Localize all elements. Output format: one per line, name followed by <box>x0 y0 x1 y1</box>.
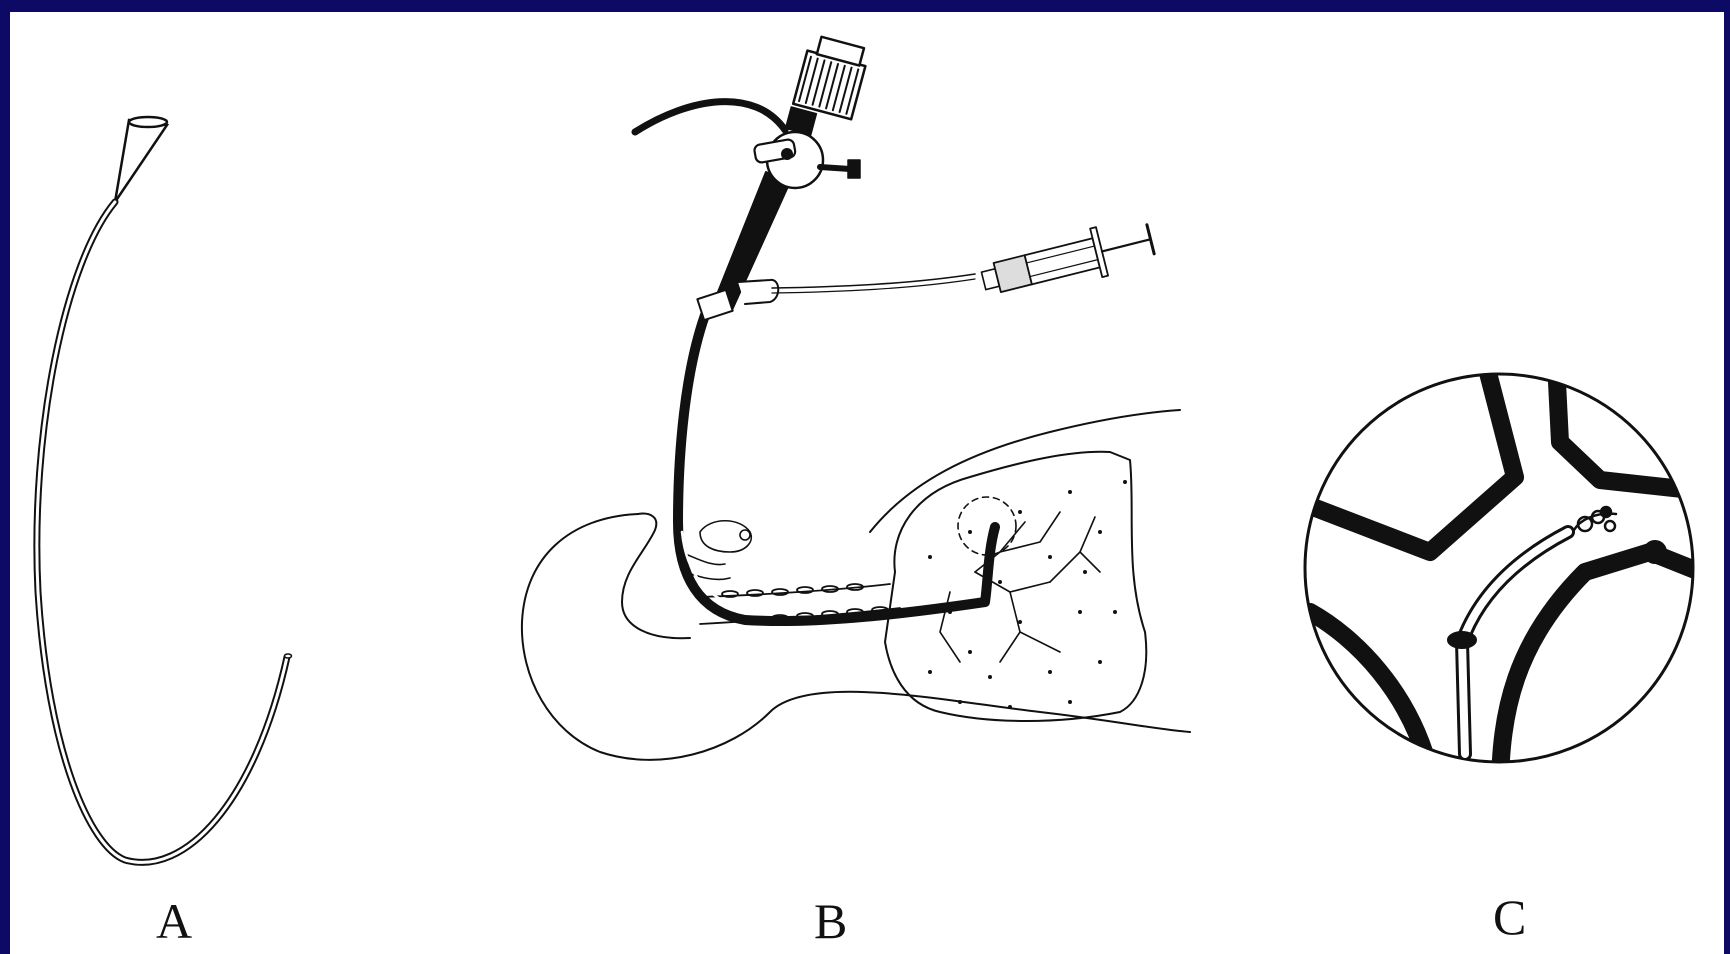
catheter-tube <box>37 202 287 862</box>
lung-dots <box>928 480 1127 709</box>
sample-blob <box>1643 540 1667 564</box>
panel-label-b: B <box>814 896 847 946</box>
side-port <box>738 280 778 304</box>
catheter-drawing <box>37 117 292 862</box>
magnified-view <box>1300 342 1710 792</box>
syringe <box>978 215 1157 305</box>
scope-opening <box>1448 632 1476 648</box>
panel-label-a: A <box>156 896 192 946</box>
light-cable <box>635 102 785 132</box>
head-outline <box>522 514 1190 760</box>
catheter-funnel-rim <box>129 117 167 127</box>
figure-panel: A B C <box>10 12 1724 954</box>
syringe-line <box>772 274 975 288</box>
panel-label-c: C <box>1493 892 1526 942</box>
catheter-funnel <box>115 120 167 202</box>
insertion-tube <box>678 315 995 621</box>
lung-outline <box>885 452 1146 721</box>
catheter-tip <box>285 654 292 658</box>
eyepiece <box>793 34 870 119</box>
eyepiece-neck <box>786 107 817 135</box>
bronchoscope-scene <box>522 34 1190 760</box>
bronchi <box>940 512 1100 662</box>
illustration <box>10 12 1724 954</box>
valve-port <box>820 167 850 169</box>
back-outline <box>870 410 1180 532</box>
scope-collar <box>697 290 732 320</box>
